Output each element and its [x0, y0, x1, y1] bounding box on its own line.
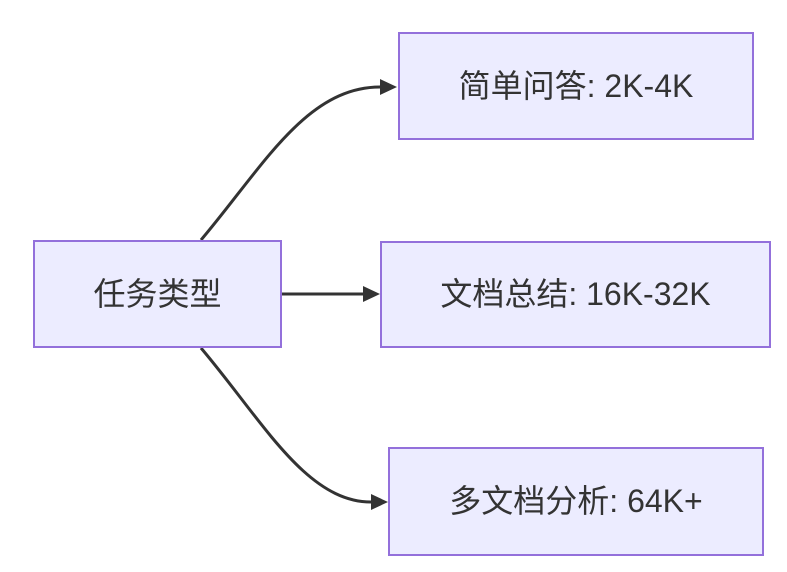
node-multi-doc-label: 多文档分析: 64K+ [449, 483, 703, 520]
node-simple-qa: 简单问答: 2K-4K [398, 32, 754, 140]
edge-task-type-to-simple-qa [199, 79, 397, 241]
node-multi-doc: 多文档分析: 64K+ [388, 447, 764, 556]
node-task-type-label: 任务类型 [93, 275, 222, 312]
node-task-type: 任务类型 [33, 240, 282, 348]
edge-task-type-to-multi-doc [199, 347, 388, 510]
node-doc-summary: 文档总结: 16K-32K [380, 241, 771, 348]
node-doc-summary-label: 文档总结: 16K-32K [440, 276, 711, 313]
node-simple-qa-label: 简单问答: 2K-4K [458, 67, 694, 104]
